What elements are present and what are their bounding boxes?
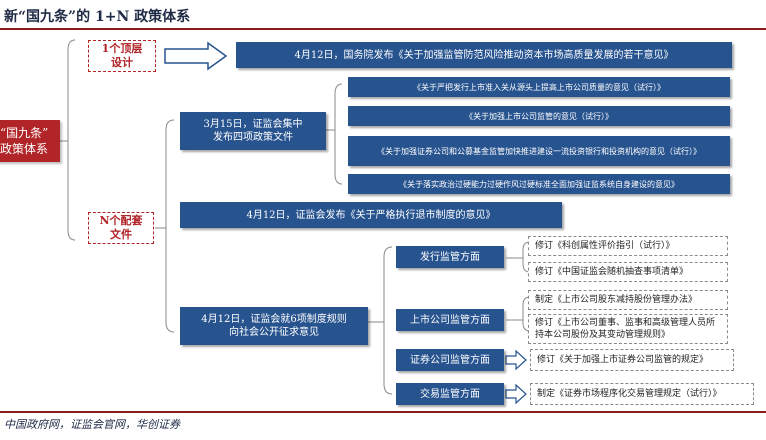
root-node: “国九条” 政策体系 bbox=[0, 120, 60, 162]
n-docs-label: N个配套 文件 bbox=[88, 212, 154, 244]
bottom-rule bbox=[0, 411, 766, 413]
aspect-trading: 交易监管方面 bbox=[396, 383, 504, 405]
state-council-doc: 4月12日，国务院发布《关于加强监管防范风险推动资本市场高质量发展的若干意见》 bbox=[236, 42, 732, 68]
delisting-doc: 4月12日，证监会发布《关于严格执行退市制度的意见》 bbox=[180, 202, 562, 228]
root-line2: 政策体系 bbox=[0, 142, 49, 156]
issuance-item-2: 修订《中国证监会随机抽查事项清单》 bbox=[528, 262, 728, 282]
trading-item-1: 制定《证券市场程序化交易管理规定（试行）》 bbox=[530, 383, 754, 405]
csrc-0315-node: 3月15日，证监会集中 发布四项政策文件 bbox=[180, 112, 326, 150]
csrc-doc-4: 《关于落实政治过硬能力过硬作风过硬标准全面加强证监系统自身建设的意见》 bbox=[348, 174, 730, 194]
listed-item-2: 修订《上市公司董事、监事和高级管理人员所持本公司股份及其变动管理规则》 bbox=[528, 314, 728, 344]
listed-item-1: 制定《上市公司股东减持股份管理办法》 bbox=[528, 290, 728, 310]
top-level-label: 1个顶层 设计 bbox=[88, 40, 156, 72]
consultation-node: 4月12日，证监会就6项制度规则 向社会公开征求意见 bbox=[180, 307, 368, 345]
source-note: 中国政府网，证监会官网，华创证券 bbox=[4, 418, 180, 431]
csrc-doc-3: 《关于加强证券公司和公募基金监管加快推进建设一流投资银行和投资机构的意见（试行）… bbox=[348, 136, 730, 166]
issuance-item-1: 修订《科创属性评价指引（试行）》 bbox=[528, 236, 728, 256]
root-line1: “国九条” bbox=[0, 126, 49, 140]
aspect-securities-firms: 证券公司监管方面 bbox=[396, 349, 504, 371]
csrc-doc-2: 《关于加强上市公司监管的意见（试行）》 bbox=[348, 106, 730, 126]
aspect-listed-companies: 上市公司监管方面 bbox=[396, 309, 504, 331]
securities-item-1: 修订《关于加强上市证券公司监管的规定》 bbox=[530, 349, 734, 371]
aspect-issuance: 发行监管方面 bbox=[396, 246, 504, 268]
csrc-doc-1: 《关于严把发行上市准入关从源头上提高上市公司质量的意见（试行）》 bbox=[348, 77, 730, 97]
top-rule bbox=[0, 28, 766, 30]
page-title: 新“国九条”的 1+N 政策体系 bbox=[4, 9, 191, 25]
